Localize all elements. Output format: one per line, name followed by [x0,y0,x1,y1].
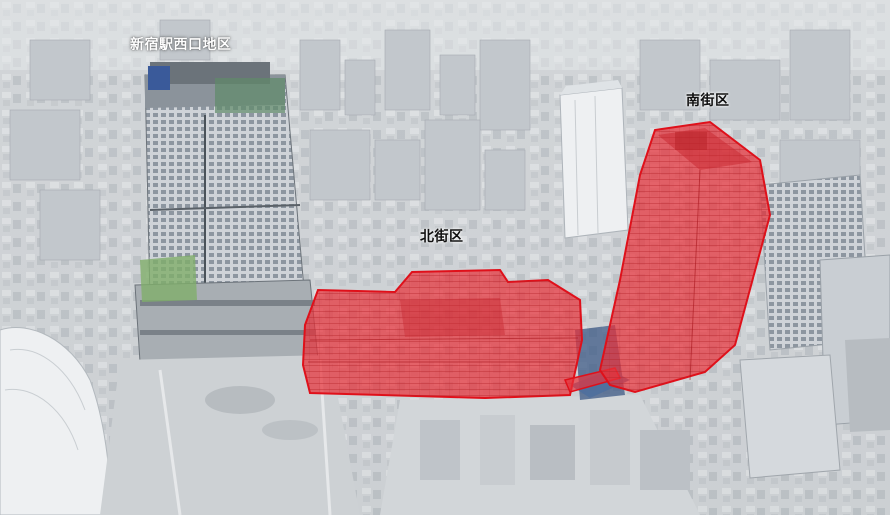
left-skyscraper [134,62,319,363]
south-block-highlight [598,120,772,394]
ground-streets [100,355,700,515]
right-towers [739,174,890,479]
white-office-tower [559,80,629,239]
background-buildings [9,19,861,261]
area-name-label: 新宿駅西口地区 [130,37,232,53]
north-block-highlight [301,268,584,400]
south-block-label: 南街区 [686,93,730,109]
north-block-label: 北街区 [420,229,464,245]
